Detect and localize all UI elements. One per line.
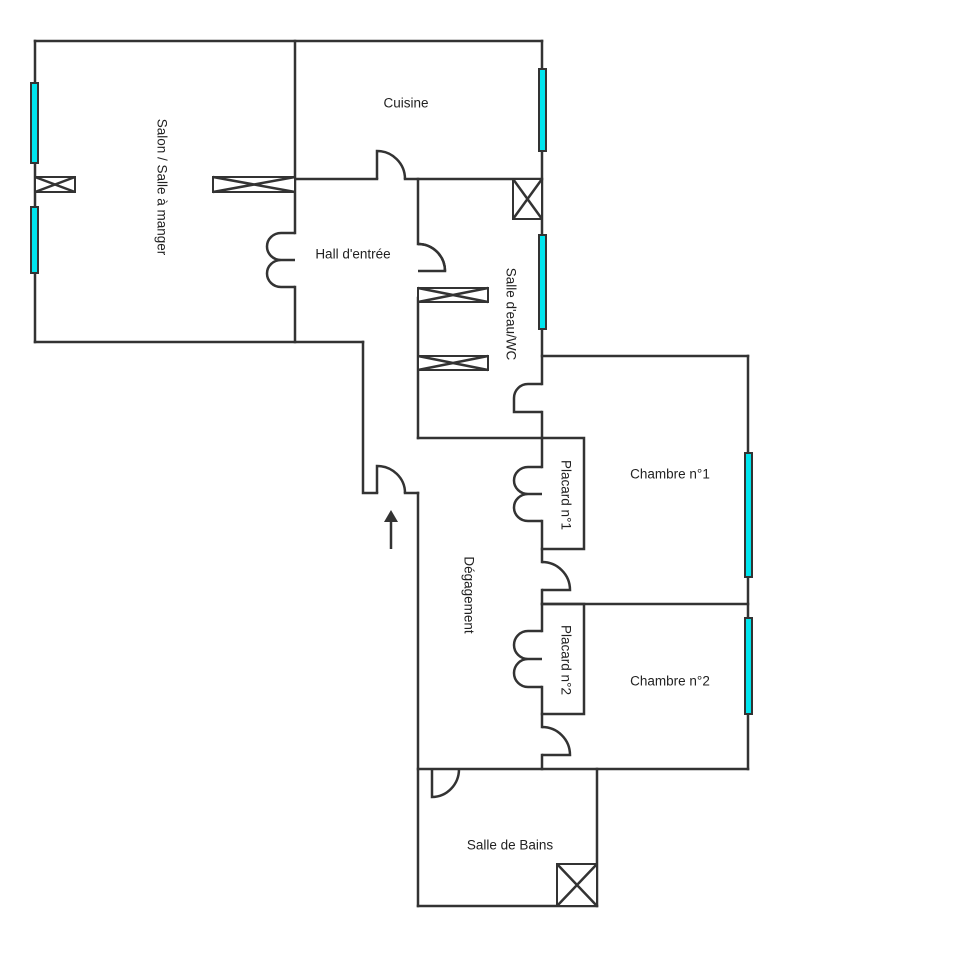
window-icon — [538, 234, 547, 330]
room-label-salle-bains: Salle de Bains — [467, 838, 554, 853]
ventilation — [34, 175, 598, 907]
wall-entrance-left — [361, 340, 379, 495]
door-swing-icon — [512, 629, 542, 689]
window-icon — [538, 68, 547, 152]
ventilation-grille-icon — [556, 863, 598, 907]
room-labels: Salon / Salle à manger Cuisine Hall d'en… — [154, 96, 709, 853]
windows — [30, 68, 753, 715]
room-label-chambre2: Chambre n°2 — [630, 674, 710, 689]
ventilation-grille-icon — [511, 178, 544, 220]
room-label-hall: Hall d'entrée — [315, 247, 390, 262]
walls — [33, 39, 750, 908]
room-label-degagement: Dégagement — [461, 556, 476, 634]
door-swing-icon — [417, 242, 447, 272]
window-icon — [744, 617, 753, 715]
room-label-cuisine: Cuisine — [383, 96, 428, 111]
door-swing-icon — [512, 465, 542, 523]
doors — [265, 149, 572, 799]
window-icon — [30, 82, 39, 164]
ventilation-grille-icon — [417, 354, 489, 372]
room-label-placard2: Placard n°2 — [558, 625, 573, 695]
door-swing-icon — [512, 382, 542, 414]
window-icon — [744, 452, 753, 578]
room-label-salon: Salon / Salle à manger — [154, 119, 169, 256]
wall-placard2 — [540, 602, 586, 716]
door-swing-icon — [541, 560, 572, 592]
ventilation-grille-icon — [34, 175, 76, 194]
window-icon — [30, 206, 39, 274]
ventilation-grille-icon — [417, 286, 489, 304]
room-label-chambre1: Chambre n°1 — [630, 467, 710, 482]
door-swing-icon — [375, 149, 407, 180]
door-swing-icon — [541, 725, 572, 757]
door-swing-icon — [430, 768, 461, 799]
wall-placard1 — [540, 436, 586, 551]
ventilation-grille-icon — [212, 175, 296, 194]
room-label-salle-eau: Salle d'eau/WC — [503, 268, 518, 361]
door-swing-icon — [375, 464, 407, 494]
entrance-arrow-icon — [384, 510, 398, 549]
door-swing-icon — [265, 231, 295, 289]
room-label-placard1: Placard n°1 — [558, 460, 573, 530]
